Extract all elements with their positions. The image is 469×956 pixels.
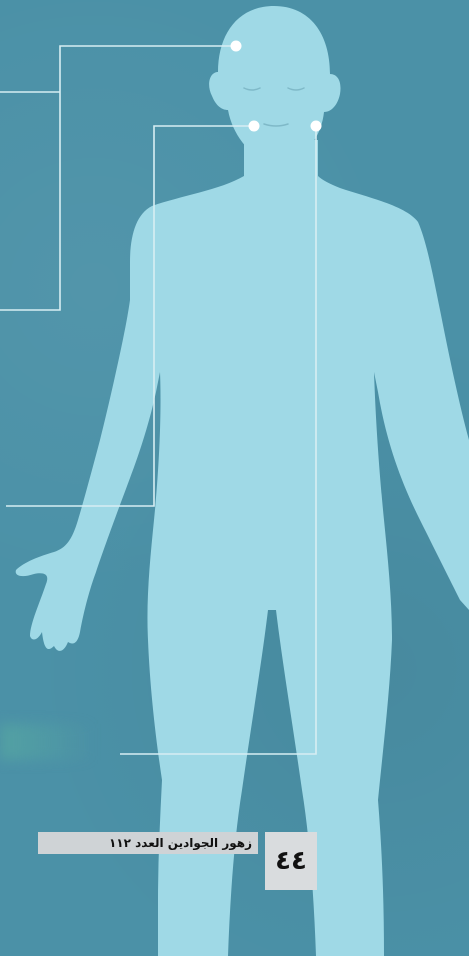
marker-mouth	[249, 121, 260, 132]
page-number: ٤٤	[275, 846, 307, 876]
marker-jaw	[311, 121, 322, 132]
page-number-box: ٤٤	[265, 832, 317, 890]
head	[209, 6, 340, 162]
marker-forehead	[231, 41, 242, 52]
body-silhouette	[16, 6, 469, 956]
magazine-footer: زهور الجوادين العدد ١١٢	[38, 832, 258, 854]
magazine-title: زهور الجوادين العدد ١١٢	[109, 836, 252, 850]
